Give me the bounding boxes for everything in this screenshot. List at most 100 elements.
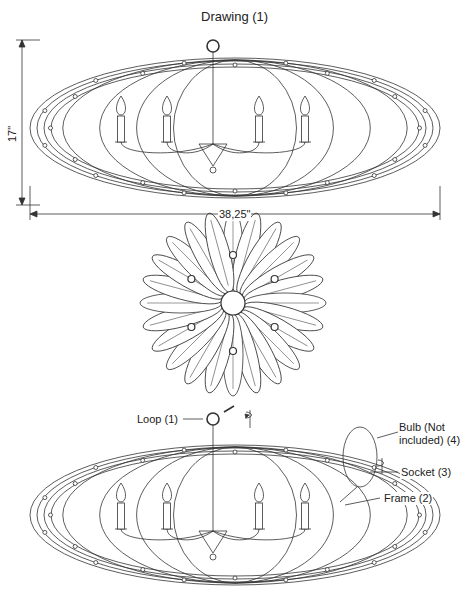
frame-knob [43,143,47,147]
frame-knob [141,71,145,75]
socket-cup [271,324,278,331]
bulb [254,96,263,115]
frame-knob [284,61,288,65]
frame-knob [233,63,237,67]
frame-knob [182,191,186,195]
frame-knob [182,448,186,452]
frame-knob [94,174,98,178]
frame-meridian [100,447,371,583]
frame-ring [37,61,433,195]
frame-knob [73,482,77,486]
frame-knob [423,143,427,147]
center-rod [213,425,214,543]
finial [210,554,216,560]
frame-knob [233,189,237,193]
frame-knob [418,513,422,517]
bulb [116,96,125,115]
frame-knob [325,181,329,185]
socket [118,503,125,529]
frame-meridian [174,447,297,583]
frame-knob [418,126,422,130]
part-label: Bulb (Not included) (4) [398,421,466,447]
center-disc [221,291,245,315]
arm [213,142,305,153]
frame-knob [393,158,397,162]
arm [213,142,259,153]
frame-knob [233,450,237,454]
frame-ring [37,448,433,582]
frame-ring [51,454,419,576]
frame-knob [372,79,376,83]
dimension-width: 38,25" [218,208,251,221]
frame-knob [325,568,329,572]
frame-ring [30,58,440,198]
loop [207,40,219,52]
frame-knob [423,530,427,534]
frame-knob [393,482,397,486]
frame-knob [393,545,397,549]
arm [121,142,213,153]
frame-meridian [100,60,371,196]
frame-knob [182,578,186,582]
frame-knob [325,71,329,75]
frame-knob [372,561,376,565]
part-label: Socket (3) [400,466,452,479]
frame-knob [372,174,376,178]
frame-knob [141,458,145,462]
socket [256,503,263,529]
leader-lines [183,406,398,505]
frame-ring [44,451,426,579]
frame-knob [182,61,186,65]
socket [164,503,171,529]
drawing-title: Drawing (1) [200,10,269,23]
loop [207,413,219,425]
arm [213,529,259,540]
frame-knob [141,568,145,572]
side-view-exploded [30,413,440,585]
frame-ring [30,445,440,585]
part-label: Frame (2) [383,492,433,505]
frame-knob [423,109,427,113]
frame-knob [73,158,77,162]
frame-knob [43,496,47,500]
dimension-lines [16,40,440,220]
frame-knob [43,530,47,534]
socket [302,503,309,529]
frame-knob [73,95,77,99]
arm [167,529,213,540]
petal-vein [211,220,229,286]
bulb [162,96,171,115]
frame-knob [49,126,53,130]
frame-meridian [174,60,297,196]
arm [121,529,213,540]
socket [118,116,125,142]
socket-cup [188,276,195,283]
petal [199,211,240,295]
frame-meridian [137,60,334,196]
frame-knob [325,458,329,462]
finial [210,167,216,173]
frame-knob [73,545,77,549]
frame-knob [94,79,98,83]
socket [256,116,263,142]
frame-ring [44,64,426,192]
socket [302,116,309,142]
socket-cup [230,348,237,355]
bulb [162,483,171,502]
center-rod [213,52,214,156]
part-label: Loop (1) [136,413,179,426]
side-view-top [30,40,440,198]
frame-knob [49,513,53,517]
frame-knob [94,561,98,565]
bulb [116,483,125,502]
socket-cup [271,276,278,283]
frame-knob [284,448,288,452]
arm [213,529,305,540]
frame-knob [284,191,288,195]
bulb [300,96,309,115]
frame-knob [393,95,397,99]
frame-meridian [137,447,334,583]
dimension-height: 17" [6,125,19,143]
frame-knob [43,109,47,113]
socket-cup [188,324,195,331]
